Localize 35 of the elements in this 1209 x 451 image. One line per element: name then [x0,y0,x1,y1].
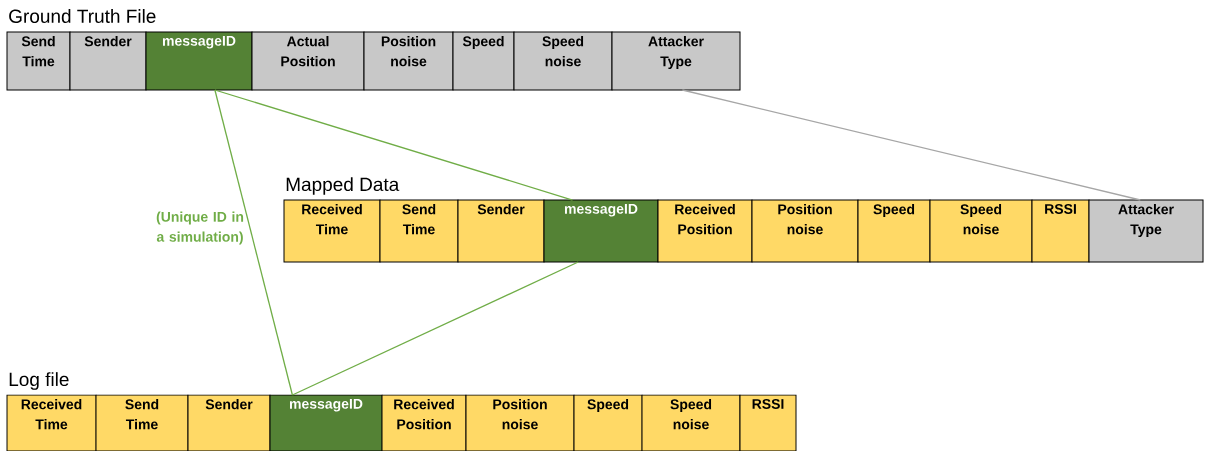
edge-label: (Unique ID in a simulation) [156,211,244,245]
table-cell: Position noise [465,394,575,451]
connector-line [291,261,579,396]
table-cell: Attacker Type [1088,199,1204,263]
table-cell: RSSI [1031,199,1090,263]
table-cell: Speed [573,394,643,451]
connector-line [214,89,294,396]
table-cell: Speed noise [929,199,1033,263]
table-cell: messageID [543,199,659,263]
table-cell: Sender [187,394,271,451]
table-cell: Send Time [6,31,71,91]
table-cell: Speed noise [641,394,741,451]
table-cell: Received Position [381,394,467,451]
table-cell: Actual Position [251,31,365,91]
table-title: Log file [9,372,69,390]
connector-line [681,89,1141,201]
table-title: Mapped Data [286,177,400,195]
table-cell: Attacker Type [611,31,741,91]
table-cell: Speed [452,31,515,91]
table-cell: Send Time [379,199,459,263]
table-cell: Send Time [95,394,189,451]
table-cell: Received Time [6,394,97,451]
table-title: Ground Truth File [9,9,156,23]
table-cell: messageID [269,394,383,451]
table-cell: Sender [457,199,545,263]
table-cell: Speed noise [513,31,613,91]
table-cell: Sender [69,31,147,91]
table-cell: RSSI [739,394,797,451]
table-cell: Position noise [363,31,454,91]
table-cell: Received Time [283,199,381,263]
table-cell: Received Position [657,199,753,263]
table-cell: Position noise [751,199,859,263]
table-cell: messageID [145,31,253,91]
table-cell: Speed [857,199,931,263]
connector-line [214,89,574,201]
